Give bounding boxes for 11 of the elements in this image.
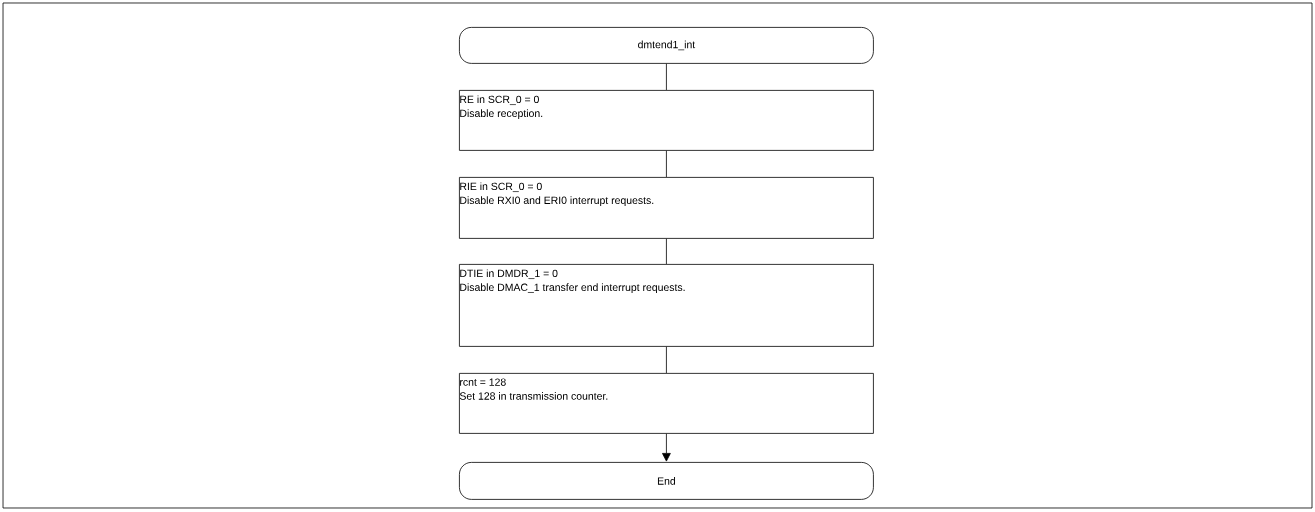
connector-line: [666, 150, 667, 178]
process-box: RIE in SCR_0 = 0 Disable RXI0 and ERI0 interrupt requests.: [459, 177, 874, 239]
process-box: DTIE in DMDR_1 = 0 Disable DMAC_1 transfer end interrupt requests.: [459, 264, 874, 347]
connector-line: [666, 63, 667, 91]
process-box: RE in SCR_0 = 0 Disable reception.: [459, 90, 874, 151]
process-box: rcnt = 128 Set 128 in transmission counter.: [459, 373, 874, 434]
connector-line: [662, 433, 671, 462]
terminal-box: dmtend1_int: [459, 27, 874, 64]
connector-line: [666, 346, 667, 374]
terminal-box: End: [459, 462, 874, 500]
connector-line: [666, 238, 667, 265]
